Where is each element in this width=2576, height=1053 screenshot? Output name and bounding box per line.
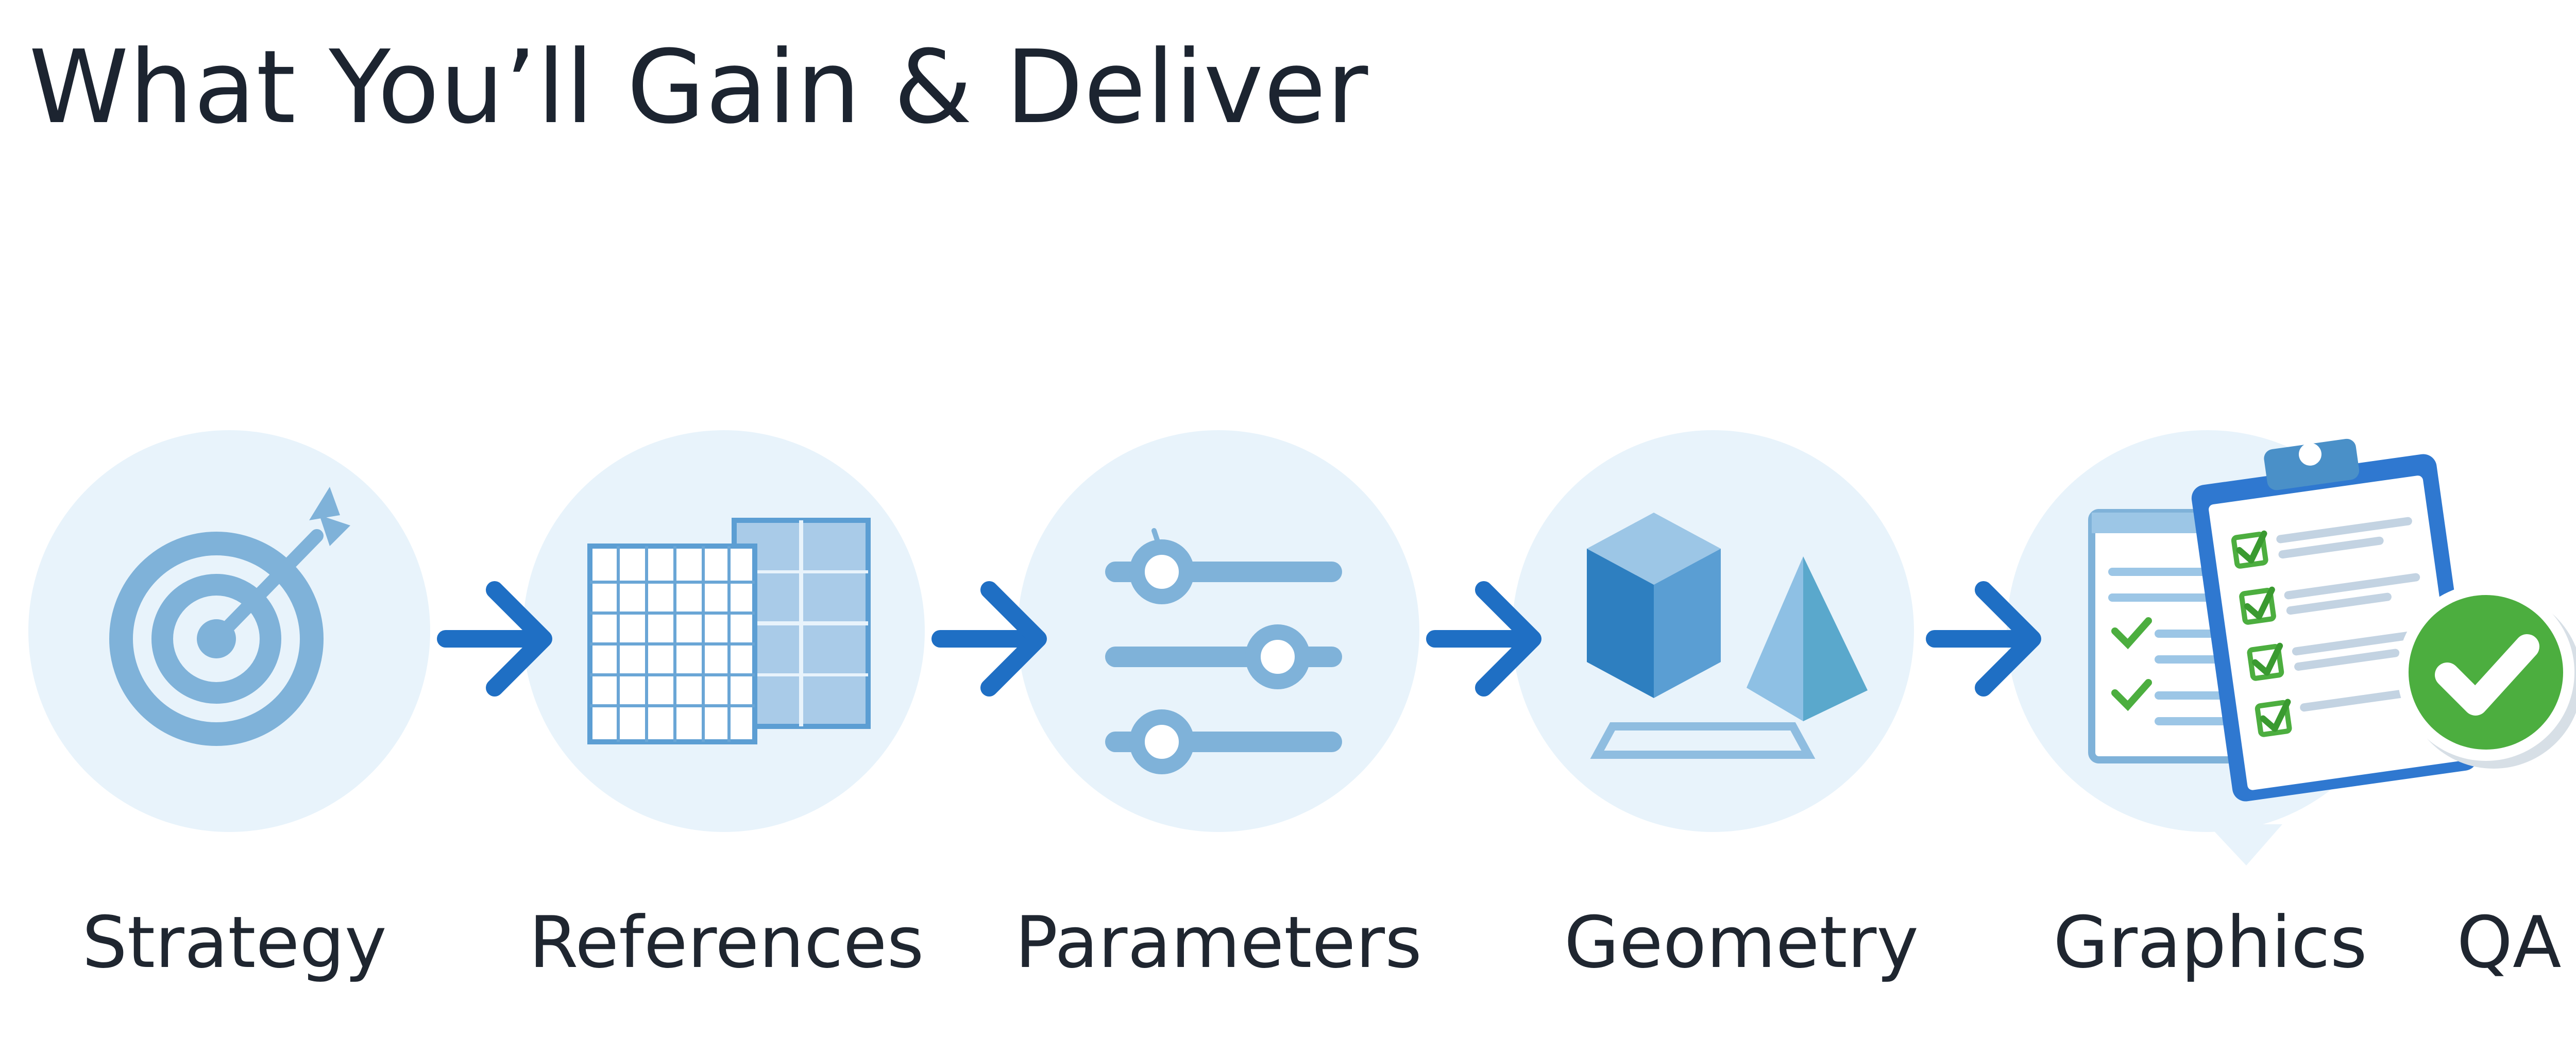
step-label-graphics: Graphics xyxy=(2053,901,2367,984)
shapes-icon xyxy=(1587,513,1868,759)
step-circles xyxy=(28,430,2409,832)
parameters-circle xyxy=(1018,430,1419,832)
arrow-4 xyxy=(1926,581,2041,697)
step-label-geometry: Geometry xyxy=(1564,901,1919,984)
arrow-3 xyxy=(1426,581,1541,697)
step-label-parameters: Parameters xyxy=(1015,901,1422,984)
clipboard-checklist-icon xyxy=(2088,438,2478,865)
page-title: What You’ll Gain & Deliver xyxy=(29,29,1369,146)
arrow-2 xyxy=(931,581,1047,697)
flow-arrows xyxy=(437,581,2041,697)
check-badge-icon xyxy=(2397,584,2576,769)
sliders-icon xyxy=(1105,528,1342,774)
arrow-1 xyxy=(437,581,552,697)
target-icon xyxy=(109,487,350,746)
step-label-qa: QA xyxy=(2456,901,2562,984)
step-label-references: References xyxy=(529,901,924,984)
grid-sheets-icon xyxy=(587,518,871,744)
step-label-strategy: Strategy xyxy=(82,901,387,984)
